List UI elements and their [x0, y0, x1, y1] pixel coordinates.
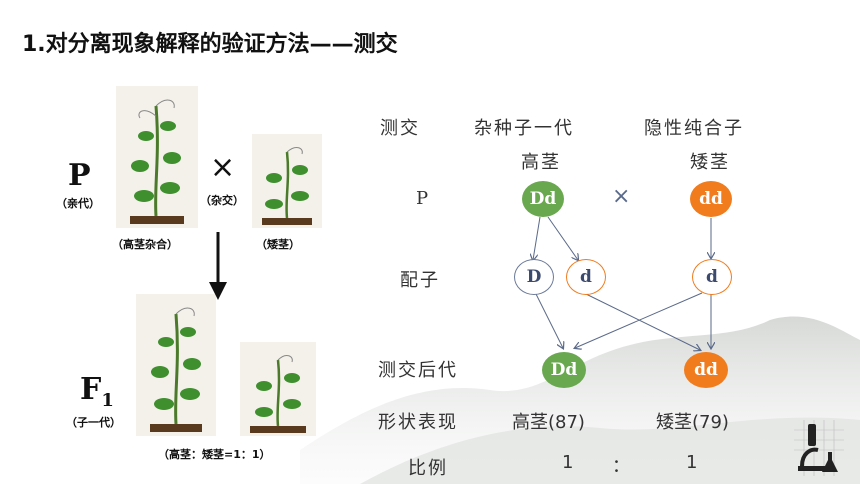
- gamete-d-recessive-node: d: [692, 259, 732, 295]
- phenotype-row-label: 形状表现: [378, 412, 458, 433]
- ratio-colon: ：: [612, 456, 632, 477]
- tall-hetero-caption: （高茎杂合）: [112, 238, 178, 251]
- dwarf-plant-image: [252, 134, 322, 228]
- offspring-Dd-node: Dd: [542, 352, 586, 388]
- testcross-row-label: 测交: [380, 118, 420, 139]
- cross-symbol: ×: [210, 150, 236, 185]
- ratio-caption: （高茎：矮茎=1：1）: [158, 448, 271, 461]
- ratio-right-value: 1: [686, 452, 700, 473]
- f1-letter: F: [80, 372, 102, 407]
- parent-Dd-node: Dd: [522, 181, 564, 217]
- parent-generation-note: （亲代）: [56, 197, 100, 210]
- dwarf-phenotype-label: 矮茎: [690, 152, 730, 173]
- recessive-label: 隐性纯合子: [644, 118, 744, 139]
- hybrid-label: 杂种子一代: [474, 118, 574, 139]
- gamete-row-label: 配子: [400, 270, 440, 291]
- tall-result: 高茎(87): [512, 412, 585, 433]
- down-arrow: [209, 232, 227, 300]
- page-title: 1.对分离现象解释的验证方法——测交: [22, 32, 398, 57]
- cross-symbol-diagram: ×: [612, 184, 631, 209]
- microscope-icon: [794, 420, 844, 476]
- cross-note: （杂交）: [200, 194, 244, 207]
- f1-subscript: 1: [101, 390, 114, 411]
- dwarf-caption: （矮茎）: [256, 238, 300, 251]
- ratio-row-label: 比例: [408, 458, 448, 479]
- tall-phenotype-label: 高茎: [521, 152, 561, 173]
- tall-hetero-plant-image: [116, 86, 198, 228]
- gamete-d-hybrid-node: d: [566, 259, 606, 295]
- parent-generation-label: P: [68, 158, 91, 193]
- ratio-left-value: 1: [562, 452, 576, 473]
- p-row-label: P: [416, 188, 431, 209]
- f1-generation-note: （子一代）: [66, 416, 121, 429]
- f1-tall-plant-image: [136, 294, 216, 436]
- f1-generation-label: F1: [80, 372, 114, 411]
- f1-dwarf-plant-image: [240, 342, 316, 436]
- gamete-D-node: D: [514, 259, 554, 295]
- offspring-row-label: 测交后代: [378, 360, 458, 381]
- dwarf-result: 矮茎(79): [656, 412, 729, 433]
- offspring-dd-node: dd: [684, 352, 728, 388]
- parent-dd-node: dd: [690, 181, 732, 217]
